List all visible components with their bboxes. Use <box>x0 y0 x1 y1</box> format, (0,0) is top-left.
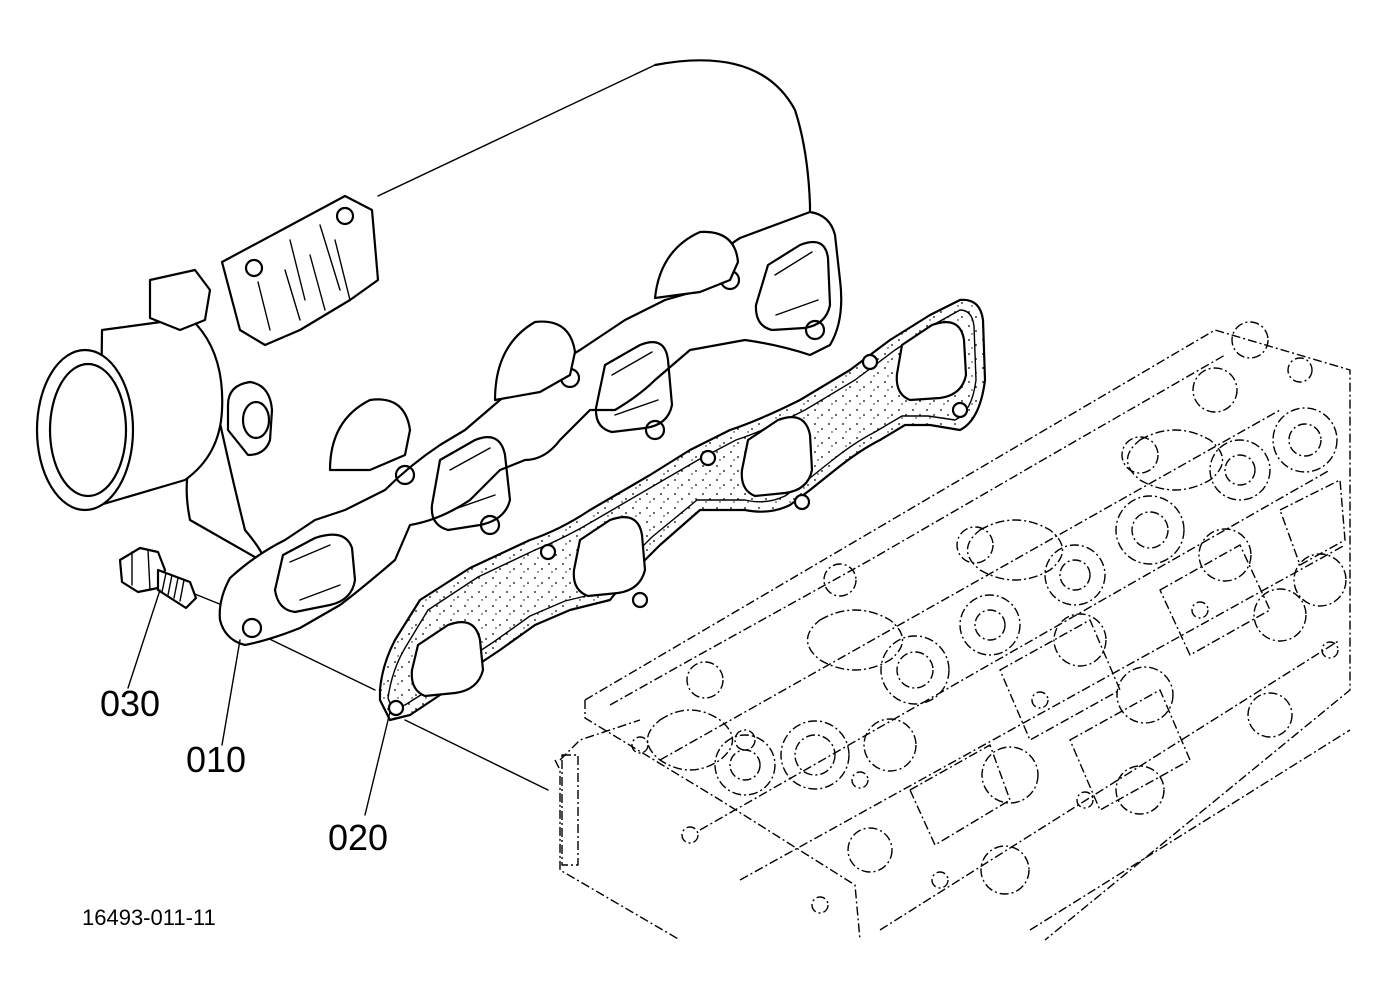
cylinder-head-bores <box>631 321 1347 914</box>
leader-010 <box>221 639 241 746</box>
callout-leaders <box>127 589 391 816</box>
alignment-lines <box>184 64 656 791</box>
manifold-gasket-icon <box>378 298 987 722</box>
exhaust-manifest-icon <box>35 59 843 647</box>
cylinder-head-phantom <box>554 329 1351 941</box>
figure-code: 16493-011-11 <box>82 905 216 930</box>
leader-020 <box>364 711 391 816</box>
leader-030 <box>127 589 161 689</box>
bolt-icon <box>118 546 198 610</box>
callout-020: 020 <box>328 817 388 858</box>
callout-030: 030 <box>100 683 160 724</box>
callout-010: 010 <box>186 739 246 780</box>
